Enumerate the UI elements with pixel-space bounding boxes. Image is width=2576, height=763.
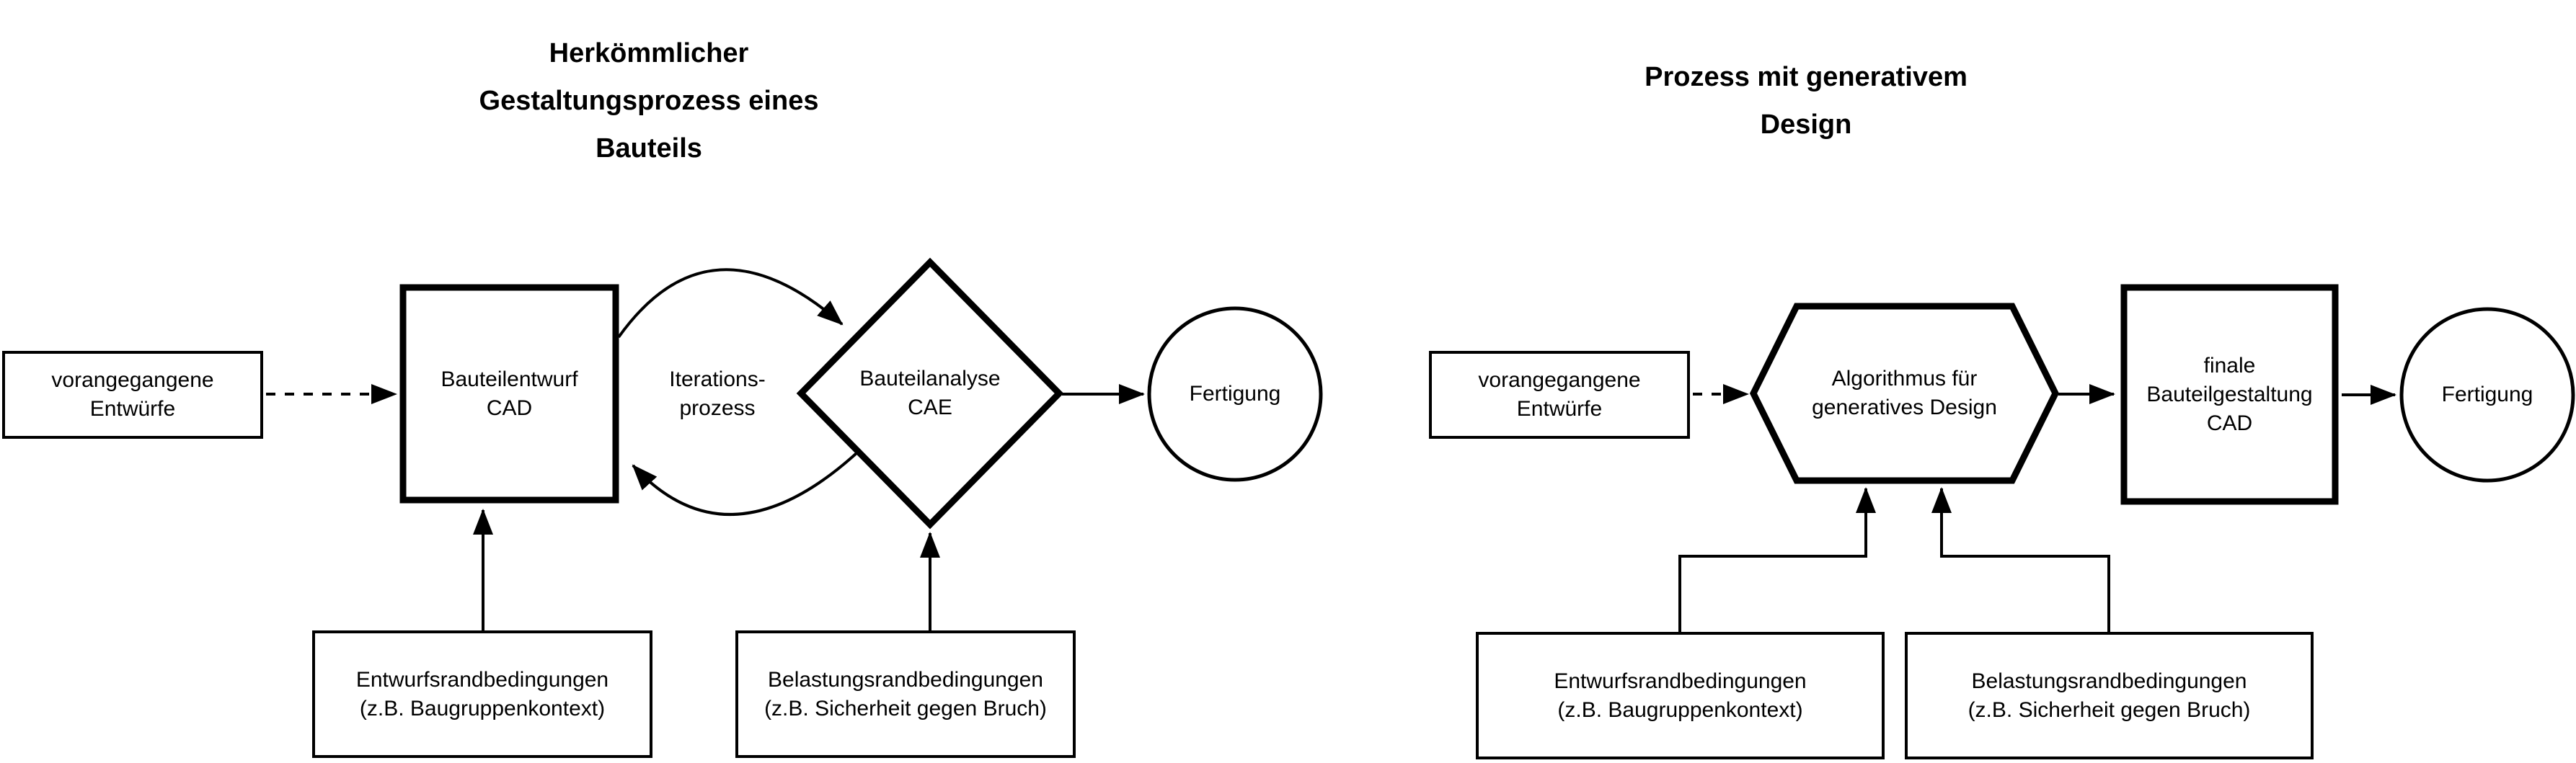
left-previous-designs-box xyxy=(2,351,263,439)
right-manufacturing-circle xyxy=(2399,307,2575,483)
right-manufacturing-label: Fertigung xyxy=(2441,383,2533,406)
left-previous-designs-label: vorangegangene Entwürfe xyxy=(51,368,214,421)
right-design-constraints-box xyxy=(1476,632,1885,759)
right-chart-title: Prozess mit generativem Design xyxy=(1645,62,1968,140)
left-design-constraints-box xyxy=(312,630,652,758)
left-part-design-cad-box xyxy=(399,284,619,504)
left-chart-title: Herkömmlicher Gestaltungsprozess eines B… xyxy=(479,38,819,164)
iteration-process-label: Iterations- prozess xyxy=(669,367,766,420)
left-manufacturing-label: Fertigung xyxy=(1189,382,1281,406)
left-manufacturing-circle xyxy=(1147,306,1323,482)
right-final-design-cad-label: finale Bauteilgestaltung CAD xyxy=(2146,353,2313,435)
right-load-constraints-label: Belastungsrandbedingungen (z.B. Sicherhe… xyxy=(1968,669,2251,722)
right-generative-algorithm-label: Algorithmus für generatives Design xyxy=(1812,367,1997,419)
right-design-constraints-label: Entwurfsrandbedingungen (z.B. Baugruppen… xyxy=(1554,669,1807,722)
left-part-analysis-cae-diamond xyxy=(796,257,1064,530)
right-generative-algorithm-hexagon xyxy=(1749,303,2060,484)
left-design-constraints-label: Entwurfsrandbedingungen (z.B. Baugruppen… xyxy=(355,667,609,720)
right-previous-designs-label: vorangegangene Entwürfe xyxy=(1478,368,1641,421)
left-load-constraints-box xyxy=(735,630,1076,758)
right-previous-designs-box xyxy=(1429,351,1690,439)
left-part-analysis-cae-label: Bauteilanalyse CAE xyxy=(859,367,1001,419)
left-load-constraints-label: Belastungsrandbedingungen (z.B. Sicherhe… xyxy=(764,667,1047,720)
right-design-constraints-elbow-arrow xyxy=(1678,487,1876,632)
iteration-loop-top-arc-arrow xyxy=(617,268,844,339)
right-load-constraints-elbow-arrow xyxy=(1931,487,2110,632)
right-final-design-cad-box xyxy=(2120,284,2339,505)
right-load-constraints-box xyxy=(1905,632,2314,759)
iteration-loop-bottom-arc-arrow xyxy=(632,452,858,516)
left-part-design-cad-label: Bauteilentwurf CAD xyxy=(441,367,578,420)
